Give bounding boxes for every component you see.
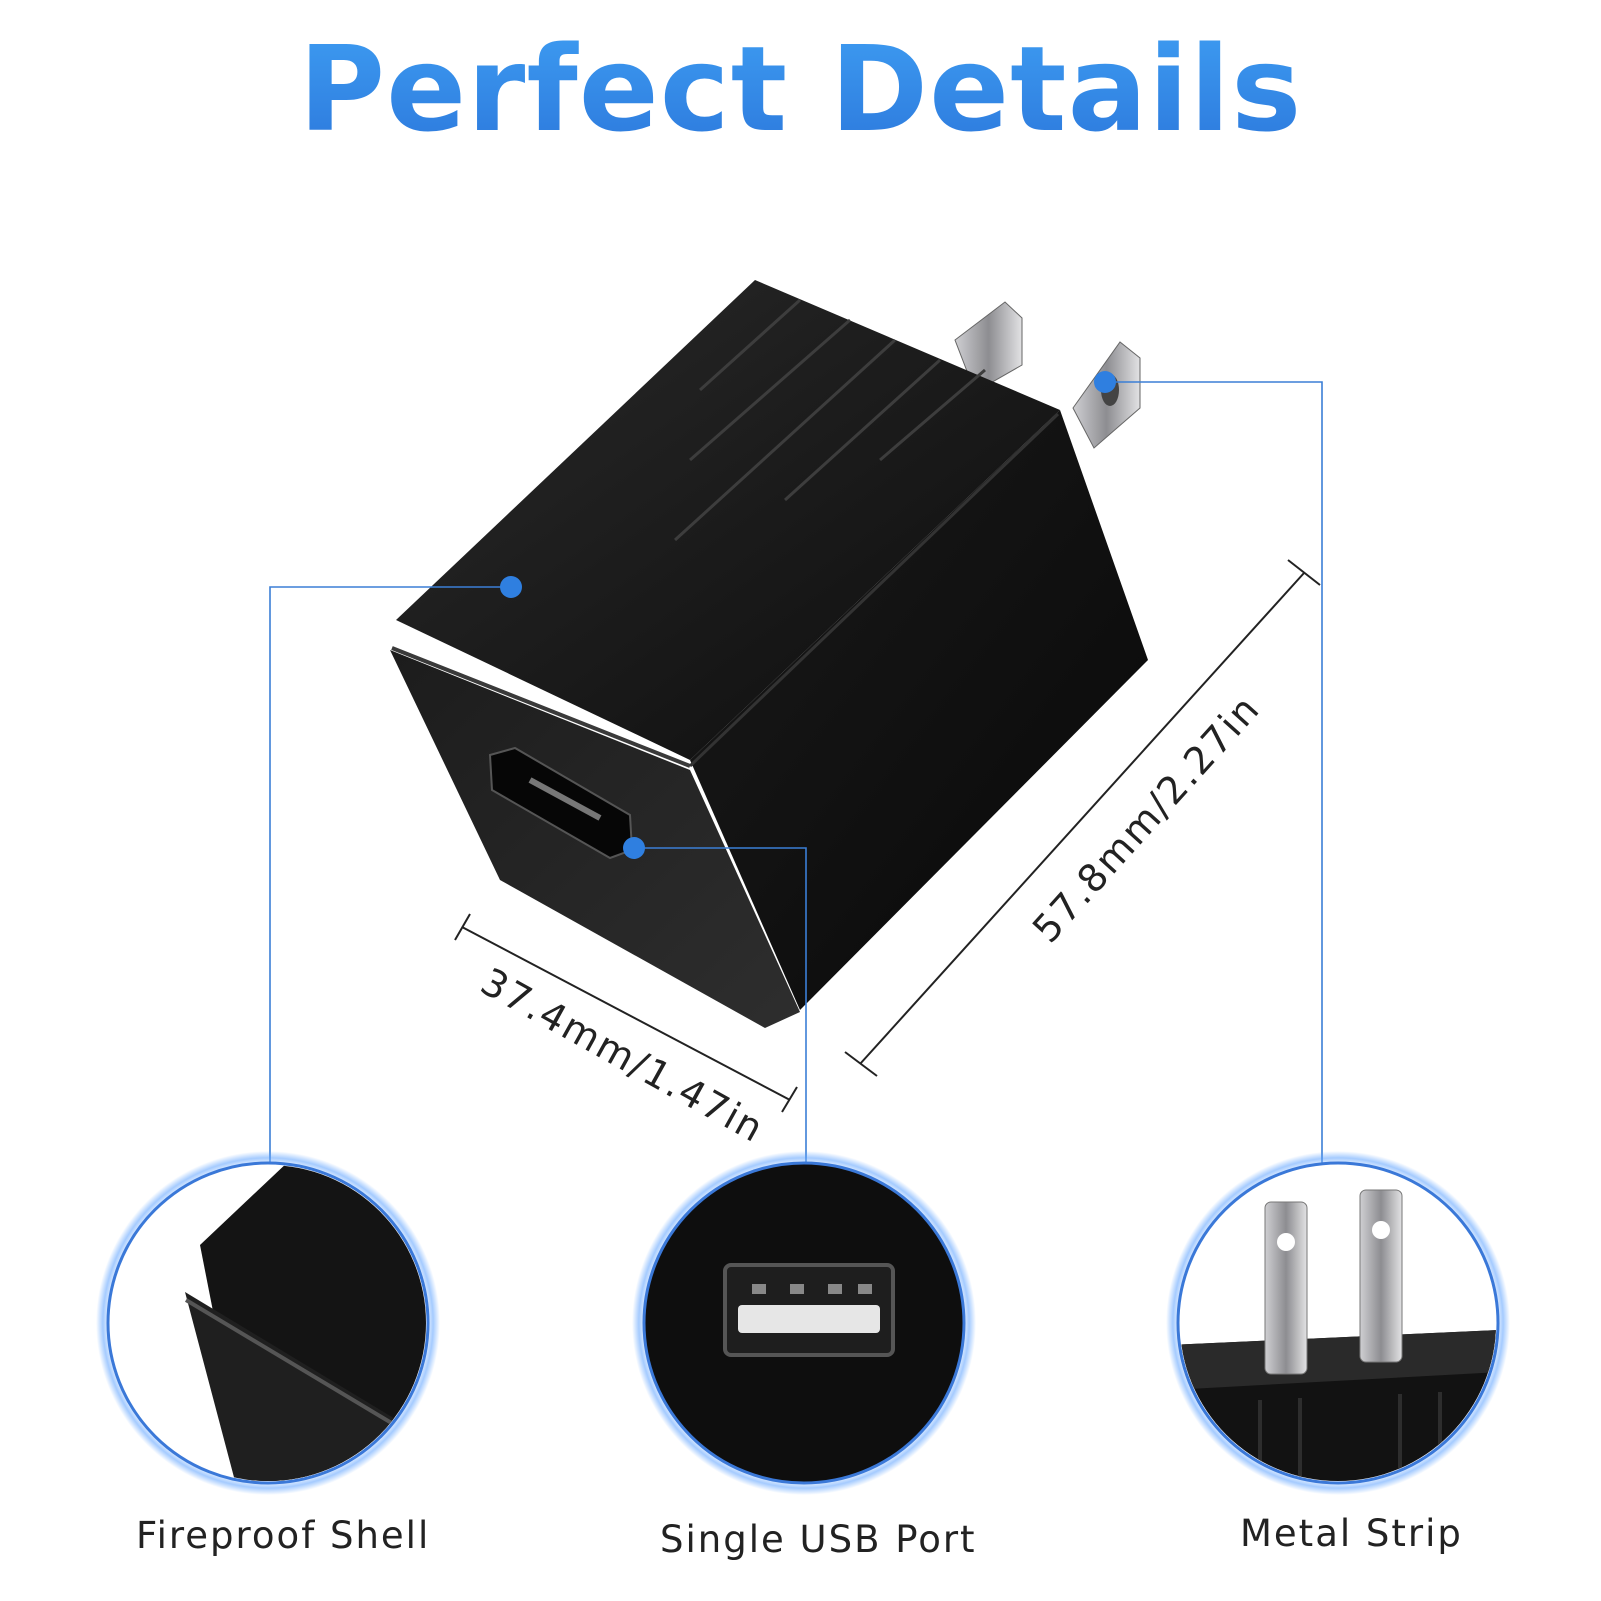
- hotspot-shell-dot-icon[interactable]: [500, 576, 522, 598]
- hotspot-usb-dot-icon[interactable]: [623, 837, 645, 859]
- hotspot-metal-dot-icon[interactable]: [1094, 371, 1116, 393]
- feature-label-metal: Metal Strip: [1240, 1512, 1463, 1555]
- feature-label-shell: Fireproof Shell: [136, 1514, 431, 1557]
- detail-circle-shell: [96, 1151, 440, 1495]
- charger-body: [390, 280, 1148, 1028]
- detail-circle-usb: [632, 1151, 976, 1495]
- callout-lines: [269, 381, 1323, 1163]
- dimension-width: [454, 913, 798, 1113]
- feature-label-usb: Single USB Port: [660, 1518, 977, 1561]
- detail-circle-metal: [1166, 1151, 1510, 1495]
- page-title: Perfect Details: [298, 20, 1303, 158]
- dimension-height: [844, 559, 1321, 1077]
